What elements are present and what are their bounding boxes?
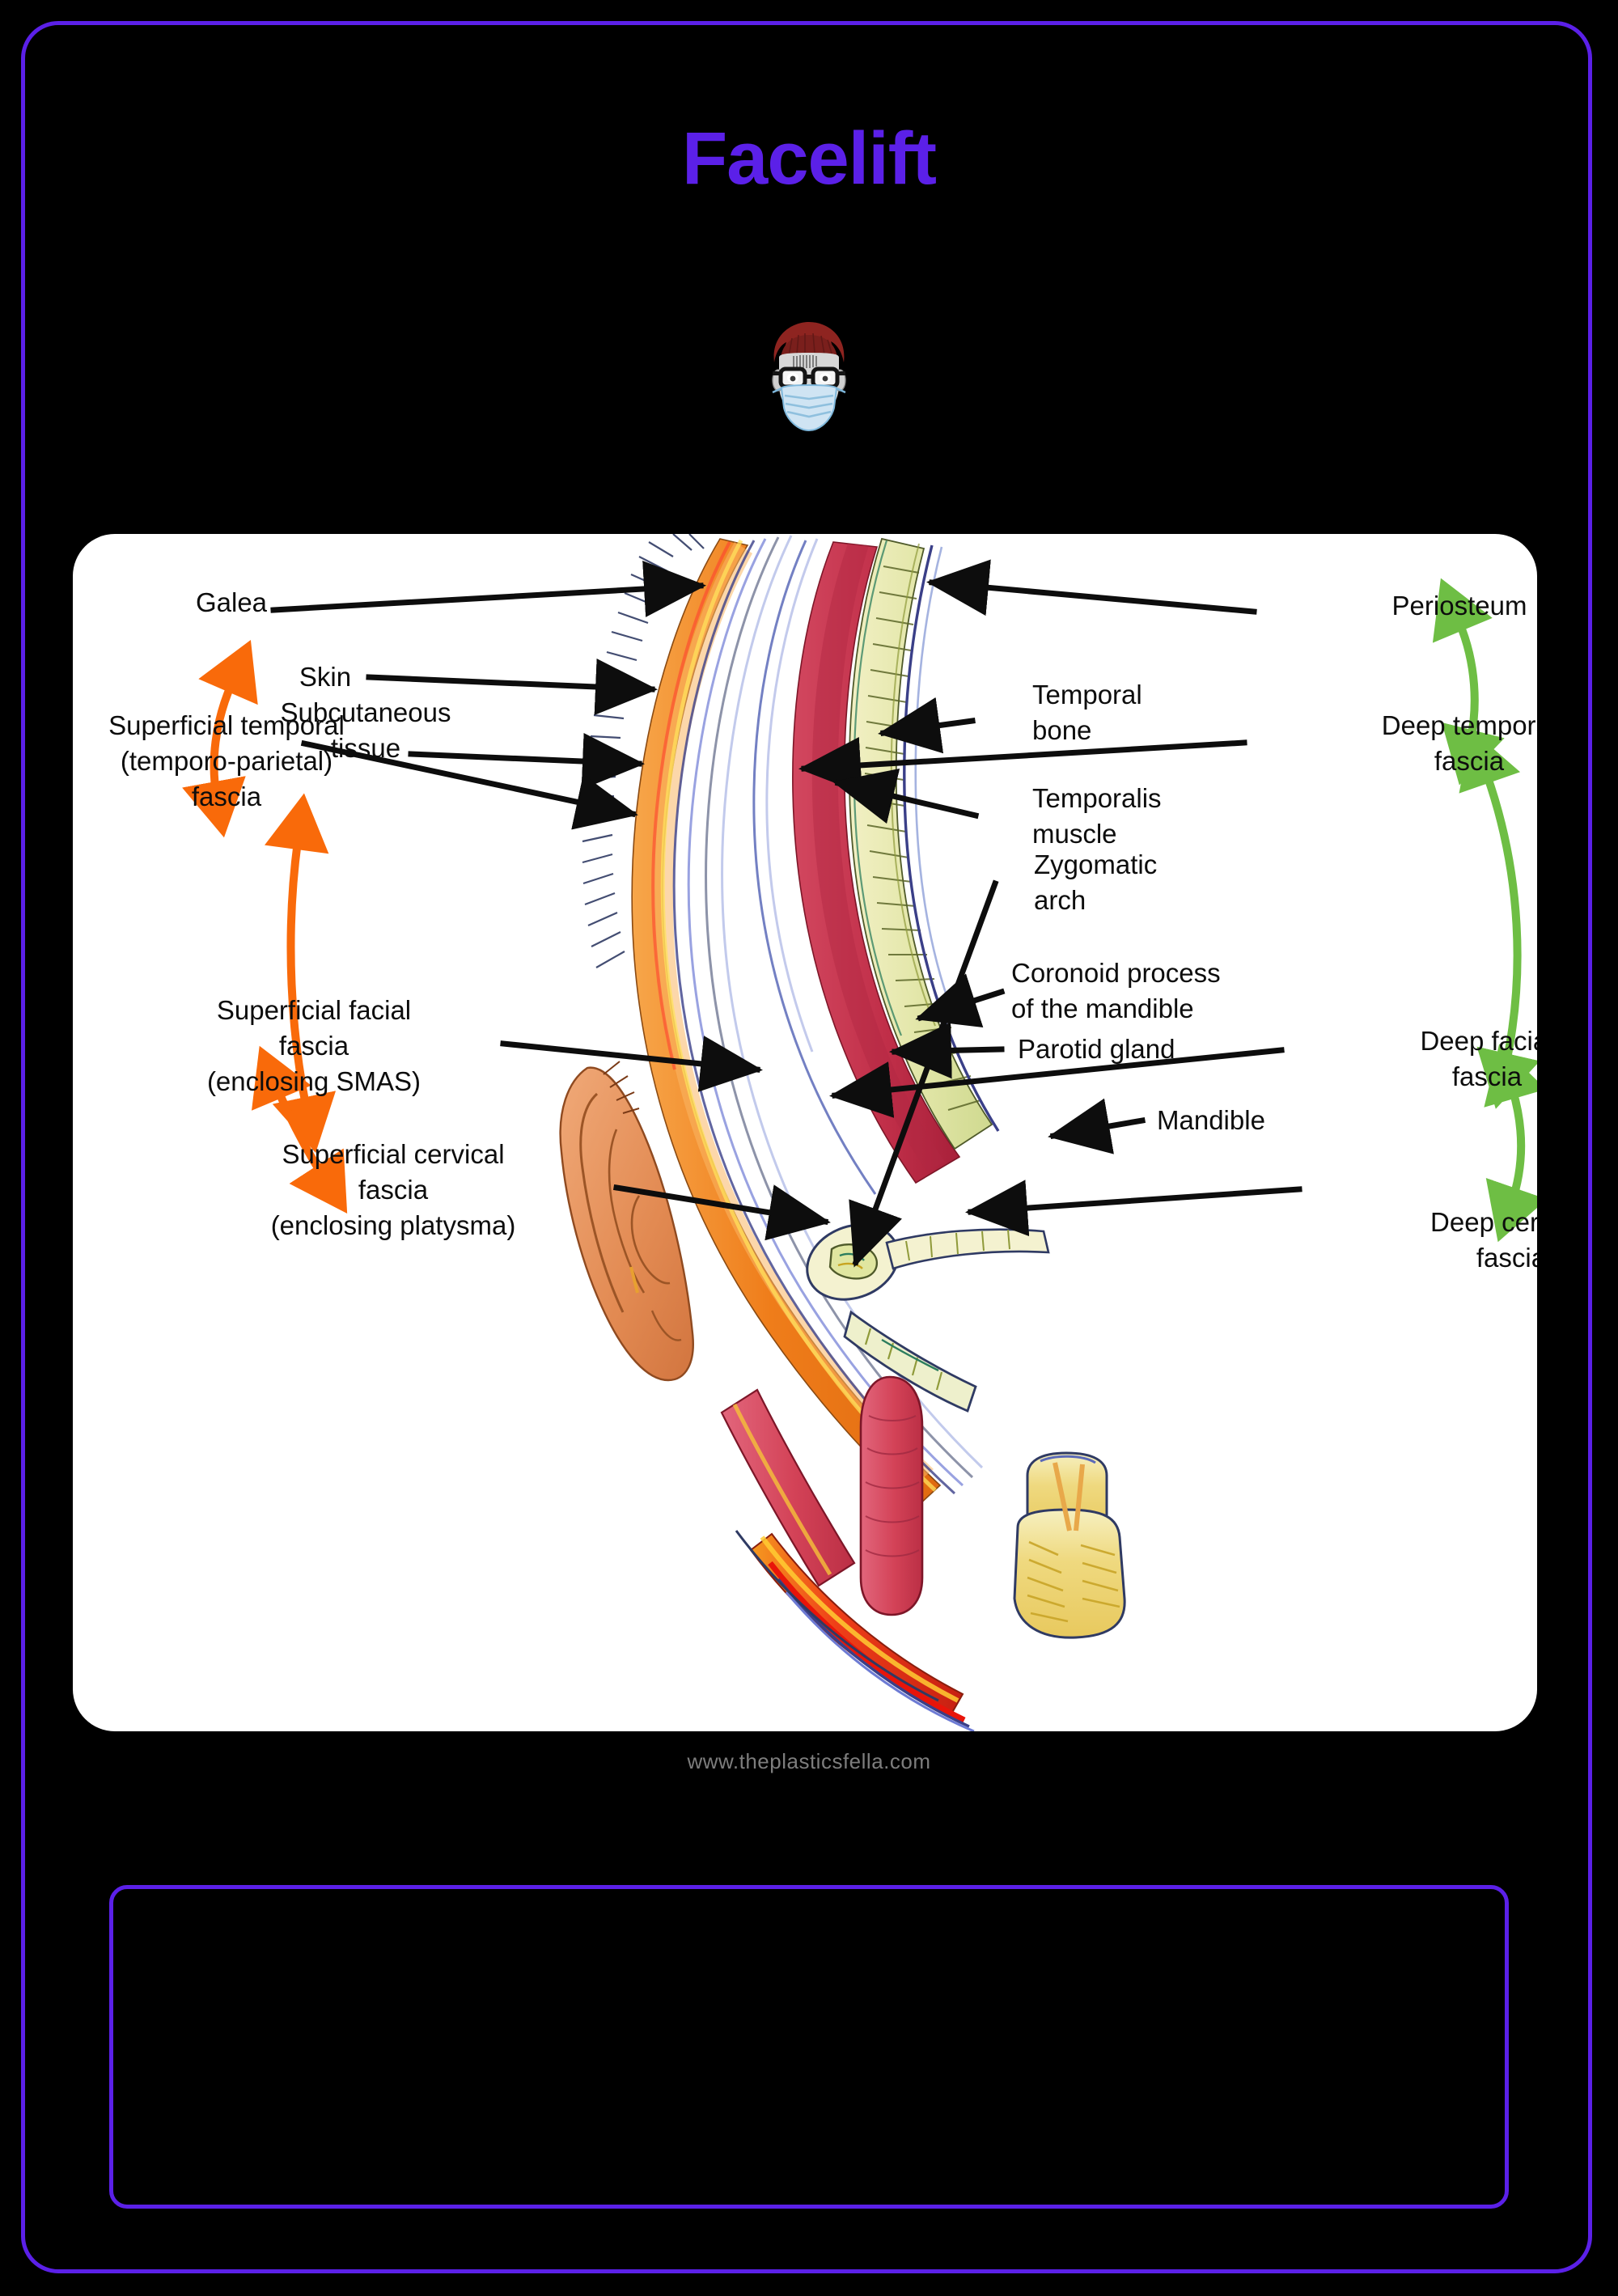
label-superficial-cervical-fascia-line-1: Superficial cervical [282,1139,504,1169]
bottom-content-box [109,1885,1509,2209]
label-subcutaneous-tissue: Subcutaneous tissue [280,697,451,763]
label-mandible: Mandible [1157,1105,1265,1135]
label-coronoid-process-line-1: Coronoid process [1011,958,1221,988]
label-deep-facial-fascia: Deep facial fascia [1420,1026,1537,1091]
label-superficial-facial-fascia-line-3: (enclosing SMAS) [207,1066,421,1096]
label-superficial-facial-fascia-line-2: fascia [279,1031,349,1061]
periosteum-line [903,544,1000,1132]
deep-temporal-fascia-lines [752,538,877,1195]
label-parotid-gland-line-1: Parotid gland [1018,1034,1175,1064]
diagram-card: Galea Superficial temporal (temporo-pari… [73,534,1537,1731]
label-subcutaneous-tissue-line-1: Subcutaneous [280,697,451,727]
platysma-layers [735,1530,975,1731]
parotid-gland-shape [859,1375,924,1616]
site-watermark: www.theplasticsfella.com [687,1749,931,1773]
temporalis-muscle-shadow [811,544,945,1171]
label-superficial-temporal-fascia-line-3: fascia [192,782,262,811]
smas-platysma-band [720,1388,856,1587]
label-superficial-cervical-fascia-line-3: (enclosing platysma) [271,1210,516,1240]
label-temporal-bone: Temporal bone [1032,680,1142,745]
surgeon-avatar [756,317,862,438]
label-deep-cervical-fascia-line-2: fascia [1476,1243,1537,1273]
label-deep-cervical-fascia: Deep cervical fascia [1430,1207,1537,1273]
ear-shape [559,1061,694,1382]
label-coronoid-process: Coronoid process of the mandible [1011,958,1221,1023]
superficial-layer-arrows [182,639,348,1214]
page-title: Facelift [681,117,937,200]
label-temporal-bone-line-2: bone [1032,715,1091,745]
label-temporalis-muscle-line-1: Temporalis [1032,783,1162,813]
deep-layer-arrows [1432,578,1537,1243]
leader-lines [270,559,1302,1268]
label-parotid-gland: Parotid gland [1018,1034,1175,1064]
label-superficial-cervical-fascia-line-2: fascia [358,1175,429,1205]
anatomy-illustration [559,534,1126,1731]
label-zygomatic-arch: Zygomatic arch [1034,849,1157,915]
label-mandible-line-1: Mandible [1157,1105,1265,1135]
mandible-shape [1013,1451,1126,1639]
periosteum-line-2 [914,546,958,1023]
label-subcutaneous-tissue-line-2: tissue [331,733,400,763]
label-temporalis-muscle-line-2: muscle [1032,819,1117,849]
label-deep-temporal-fascia-line-2: fascia [1434,746,1505,776]
label-periosteum: Periosteum [1392,591,1527,621]
label-superficial-facial-fascia: Superficial facial fascia (enclosing SMA… [207,995,421,1096]
label-galea: Galea [196,587,268,617]
label-skin-line-1: Skin [299,662,351,692]
label-superficial-facial-fascia-line-1: Superficial facial [217,995,411,1025]
label-galea-line-1: Galea [196,587,268,617]
label-deep-facial-fascia-line-1: Deep facial [1420,1026,1537,1056]
zygomatic-arch-shape [806,1223,1050,1301]
label-temporal-bone-line-1: Temporal [1032,680,1142,710]
label-superficial-temporal-fascia-line-2: (temporo-parietal) [121,746,332,776]
label-zygomatic-arch-line-2: arch [1034,885,1086,915]
surgeon-avatar-icon [772,322,846,432]
label-deep-facial-fascia-line-2: fascia [1452,1061,1523,1091]
label-periosteum-line-1: Periosteum [1392,591,1527,621]
label-deep-temporal-fascia-line-1: Deep temporal [1382,710,1537,740]
superficial-fascia-streak [660,539,937,1492]
label-coronoid-process-line-2: of the mandible [1011,993,1194,1023]
label-superficial-temporal-fascia-line-1: Superficial temporal [108,710,345,740]
coronoid-process-shape [843,1310,977,1413]
label-deep-cervical-fascia-line-1: Deep cervical [1430,1207,1537,1237]
label-superficial-cervical-fascia: Superficial cervical fascia (enclosing p… [271,1139,516,1240]
label-zygomatic-arch-line-1: Zygomatic [1034,849,1157,879]
label-temporalis-muscle: Temporalis muscle [1032,783,1162,849]
label-superficial-temporal-fascia: Superficial temporal (temporo-parietal) … [108,710,345,811]
label-deep-temporal-fascia: Deep temporal fascia [1382,710,1537,776]
label-skin: Skin [299,662,351,692]
facial-layers-cross-section: Galea Superficial temporal (temporo-pari… [108,534,1537,1731]
